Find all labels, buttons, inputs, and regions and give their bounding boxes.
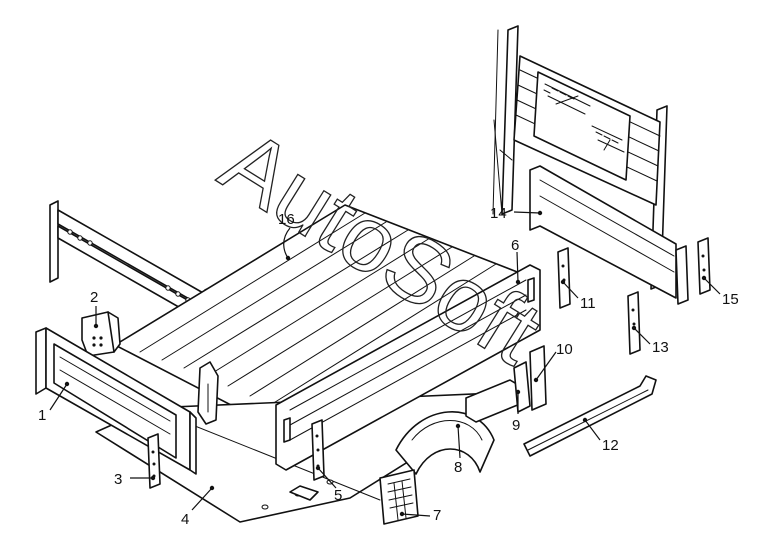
stake-3 xyxy=(147,433,161,489)
callout-16: 16 xyxy=(278,211,295,228)
right-side-board xyxy=(275,264,541,471)
rail-12 xyxy=(523,375,657,457)
mud-guard-8 xyxy=(395,411,495,475)
callout-9: 9 xyxy=(512,417,520,434)
left-side-board xyxy=(35,327,197,475)
callout-3: 3 xyxy=(114,471,122,488)
stake-11 xyxy=(557,247,571,309)
front-headboard xyxy=(492,25,668,290)
stake-13 xyxy=(627,291,641,355)
callout-7: 7 xyxy=(433,507,441,524)
leader-lines xyxy=(49,210,721,517)
callout-5: 5 xyxy=(334,487,342,504)
callout-15: 15 xyxy=(722,291,739,308)
callout-11: 11 xyxy=(580,295,596,312)
callout-10: 10 xyxy=(556,341,573,358)
callout-4: 4 xyxy=(181,511,189,528)
callout-8: 8 xyxy=(454,459,462,476)
stake-15 xyxy=(697,237,711,295)
callout-12: 12 xyxy=(602,437,619,454)
callout-1: 1 xyxy=(38,407,46,424)
callout-14: 14 xyxy=(490,205,507,222)
bracket-2 xyxy=(81,311,121,357)
callout-13: 13 xyxy=(652,339,669,356)
callout-2: 2 xyxy=(90,289,98,306)
mud-flap-7 xyxy=(379,469,419,525)
corner-pillar xyxy=(197,361,219,425)
callout-6: 6 xyxy=(511,237,519,254)
callout-labels: 1 2 3 4 5 6 7 8 9 10 11 12 13 14 15 16 xyxy=(38,205,739,528)
tailgate-panel-14 xyxy=(529,165,689,305)
stake-5 xyxy=(311,419,325,481)
